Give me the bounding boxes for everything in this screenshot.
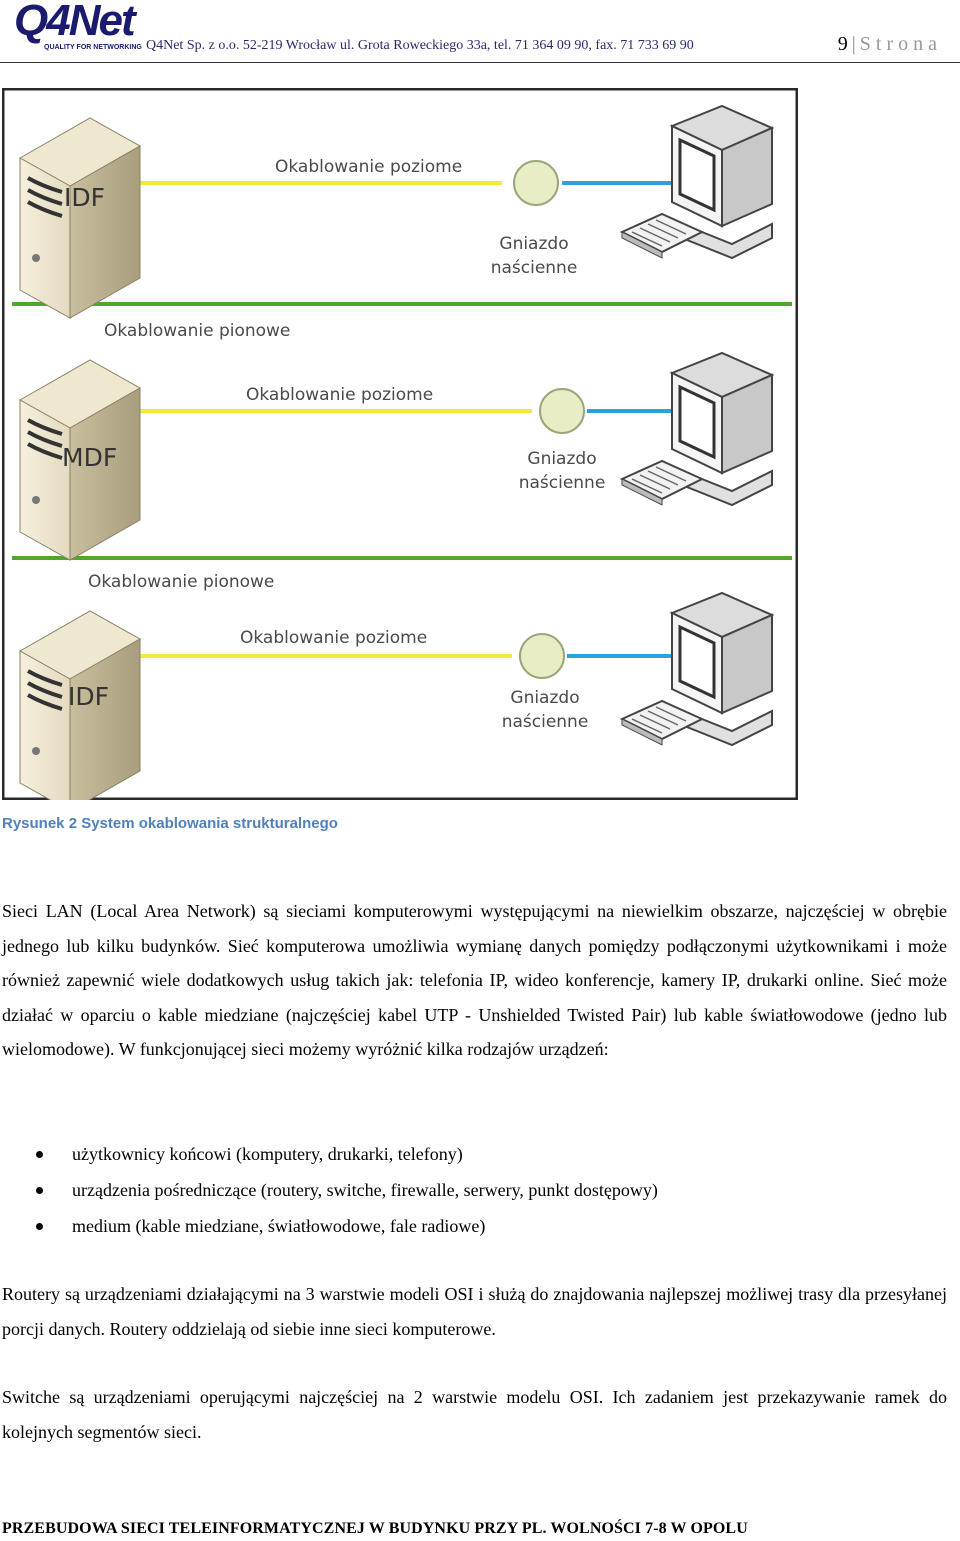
socket-label-2b: naścienne (519, 473, 606, 493)
bullet-icon (36, 1223, 43, 1230)
page-header: Q4Net QUALITY FOR NETWORKING Q4Net Sp. z… (0, 0, 960, 63)
socket-label-3a: Gniazdo (510, 688, 579, 708)
paragraph-switches: Switche są urządzeniami operującymi najc… (2, 1387, 947, 1442)
list-item-text: urządzenia pośredniczące (routery, switc… (72, 1180, 658, 1200)
server-label-idf-top: IDF (64, 183, 105, 212)
page-number: 9 (837, 33, 848, 55)
page-word: Strona (859, 33, 942, 55)
page-number-block: 9|Strona (838, 33, 942, 56)
horizontal-cabling-label-3: Okablowanie poziome (240, 628, 427, 648)
horizontal-cabling-label-1: Okablowanie poziome (275, 157, 462, 177)
socket-label-1a: Gniazdo (499, 234, 568, 254)
page-separator: | (851, 33, 856, 55)
device-list: użytkownicy końcowi (komputery, drukarki… (0, 1136, 900, 1244)
server-label-idf-bottom: IDF (68, 682, 109, 711)
bullet-icon (36, 1151, 43, 1158)
figure-caption: Rysunek 2 System okablowania strukturaln… (2, 815, 338, 832)
server-label-mdf: MDF (62, 443, 117, 472)
company-logo: Q4Net QUALITY FOR NETWORKING (14, 0, 144, 54)
company-address: Q4Net Sp. z o.o. 52-219 Wrocław ul. Grot… (146, 38, 694, 53)
horizontal-cabling-label-2: Okablowanie poziome (246, 385, 433, 405)
socket-label-3b: naścienne (502, 712, 589, 732)
socket-label-2a: Gniazdo (527, 449, 596, 469)
logo-tagline: QUALITY FOR NETWORKING (44, 44, 142, 51)
list-item-text: medium (kable miedziane, światłowodowe, … (72, 1216, 486, 1236)
vertical-cabling-label-1: Okablowanie pionowe (104, 321, 290, 341)
page-footer: PRZEBUDOWA SIECI TELEINFORMATYCZNEJ W BU… (2, 1520, 748, 1537)
socket-label-1b: naścienne (491, 258, 578, 278)
wall-socket-2 (539, 388, 585, 434)
server-idf-top (18, 116, 142, 320)
bullet-icon (36, 1187, 43, 1194)
wall-socket-1 (513, 160, 559, 206)
structured-cabling-figure: IDF MDF IDF Okablowanie poziome Okablowa… (2, 88, 798, 800)
wall-socket-3 (519, 633, 565, 679)
vertical-cabling-label-2: Okablowanie pionowe (88, 572, 274, 592)
list-item: medium (kable miedziane, światłowodowe, … (0, 1208, 900, 1244)
list-item: urządzenia pośredniczące (routery, switc… (0, 1172, 900, 1208)
header-rule (0, 62, 960, 63)
list-item-text: użytkownicy końcowi (komputery, drukarki… (72, 1144, 463, 1164)
list-item: użytkownicy końcowi (komputery, drukarki… (0, 1136, 900, 1172)
logo-wordmark: Q4Net (14, 0, 136, 45)
paragraph-lan: Sieci LAN (Local Area Network) są siecia… (2, 901, 947, 1060)
paragraph-routers: Routery są urządzeniami działającymi na … (2, 1284, 947, 1339)
